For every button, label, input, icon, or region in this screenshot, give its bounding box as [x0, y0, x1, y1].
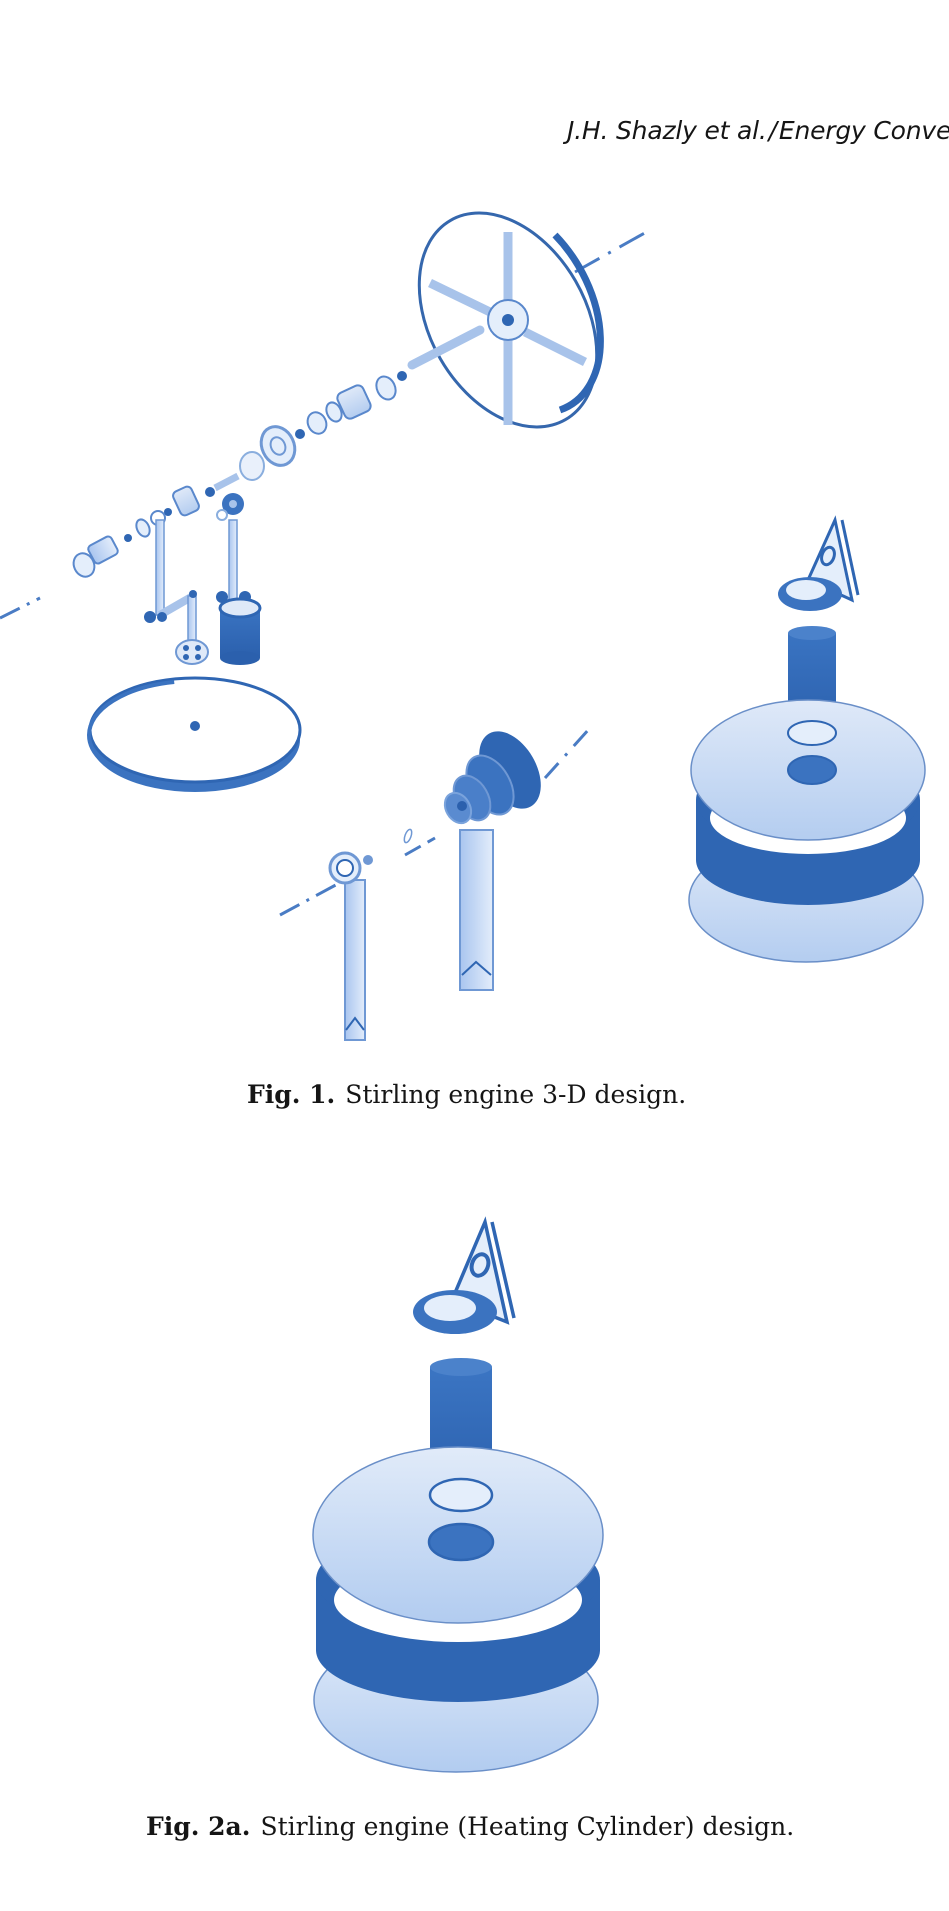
- top-plate-icon: [312, 1446, 604, 1624]
- stepped-pulley-icon: [443, 731, 541, 825]
- figure-1-caption: Fig. 1. Stirling engine 3-D design.: [247, 1080, 686, 1109]
- figure-2a-label: Fig. 2a.: [146, 1812, 251, 1841]
- connecting-rods-icon: [144, 493, 251, 657]
- figure-1-label: Fig. 1.: [247, 1080, 336, 1109]
- header-separator: /: [768, 116, 777, 145]
- support-post-left-icon: [328, 828, 413, 1041]
- crankshaft-assembly-icon: [72, 325, 485, 578]
- figure-2a-caption-text: Stirling engine (Heating Cylinder) desig…: [260, 1812, 795, 1841]
- header-authors: J.H. Shazly et al.: [567, 116, 767, 145]
- figure-2a-caption: Fig. 2a. Stirling engine (Heating Cylinde…: [146, 1812, 794, 1841]
- bracket-icon: [413, 1216, 516, 1334]
- holed-disk-icon: [175, 639, 209, 665]
- support-post-right-icon: [459, 829, 494, 991]
- header-journal: Energy Conve: [778, 116, 949, 145]
- upper-axis-line: [0, 228, 651, 620]
- figure-2a-illustration: [300, 1210, 640, 1790]
- base-plate-icon: [87, 676, 303, 792]
- figure-1-caption-text: Stirling engine 3-D design.: [345, 1080, 687, 1109]
- lower-axis-line: [279, 726, 592, 917]
- running-header: J.H. Shazly et al./Energy Conve: [567, 116, 949, 145]
- heating-cylinder-assembly-icon: [688, 515, 926, 963]
- figure-1-illustration: [0, 190, 949, 1050]
- flywheel-icon: [417, 211, 604, 429]
- displacer-cylinder-icon: [218, 597, 262, 665]
